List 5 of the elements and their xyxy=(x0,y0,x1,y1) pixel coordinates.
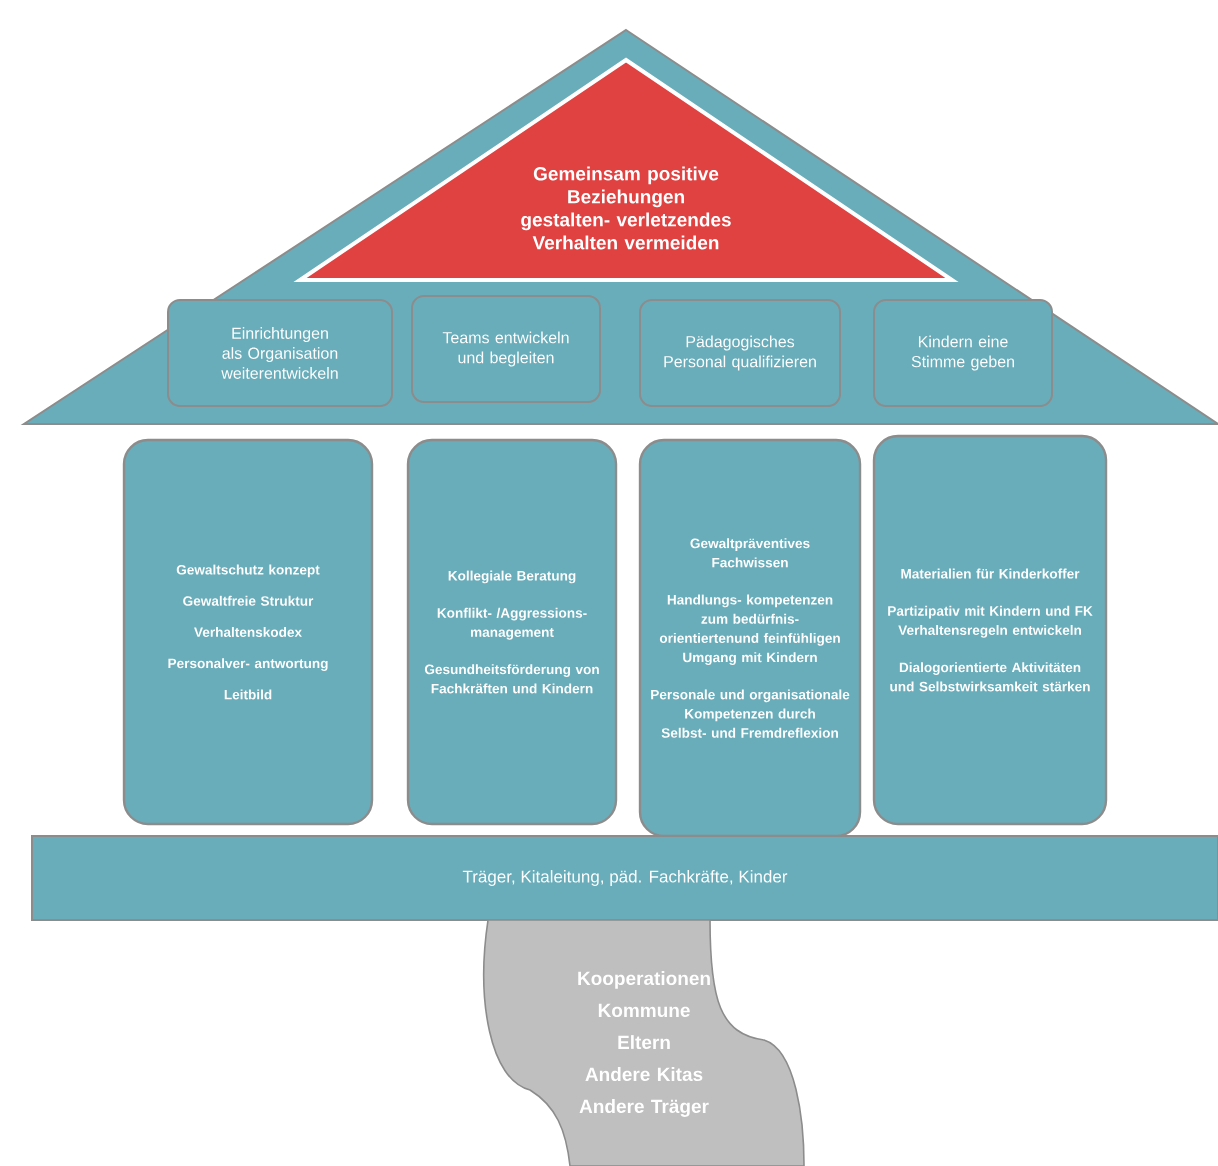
goal-box: Kindern eine Stimme geben xyxy=(873,299,1053,407)
foundation-bar: Träger, Kitaleitung, päd. Fachkräfte, Kinder xyxy=(31,835,1218,921)
goal-box: Pädagogisches Personal qualifizieren xyxy=(639,299,841,407)
goal-box: Einrichtungen als Organisation weiterentwickeln xyxy=(167,299,393,407)
goal-box: Teams entwickeln und begleiten xyxy=(411,295,601,403)
